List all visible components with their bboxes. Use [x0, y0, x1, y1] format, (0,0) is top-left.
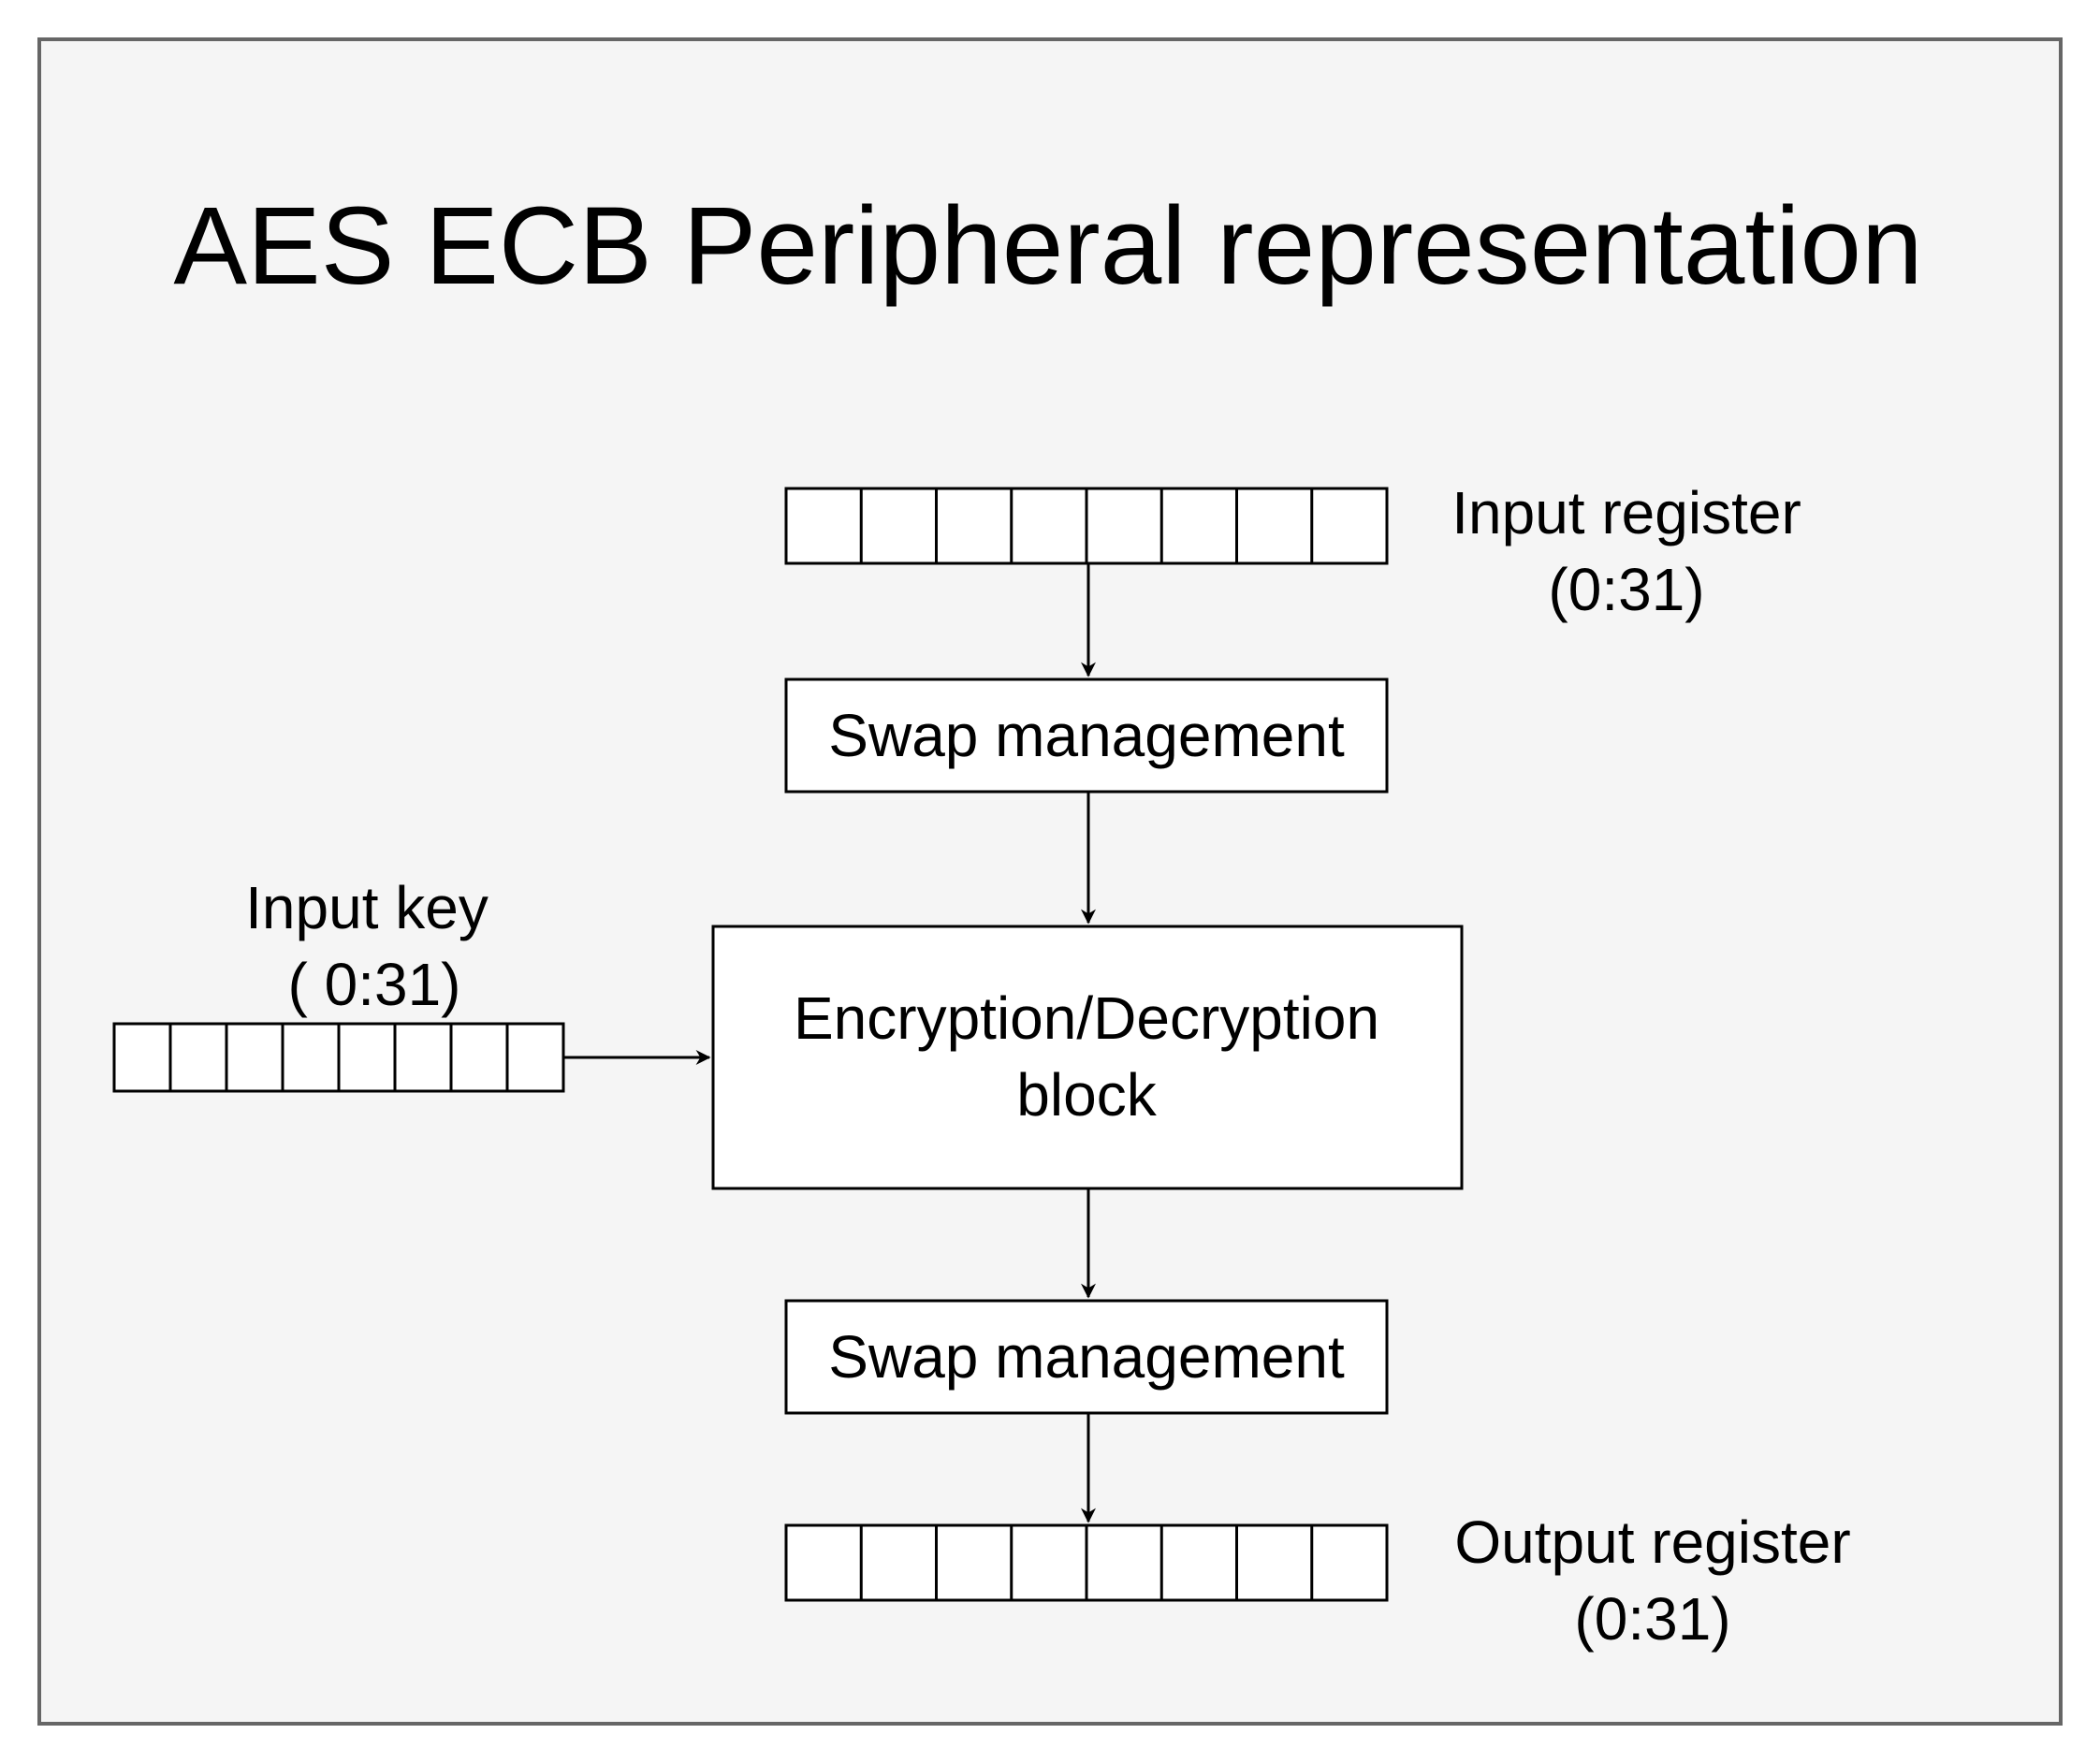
input-key-register	[112, 1022, 565, 1093]
output-register-cells	[859, 1525, 1314, 1600]
input-key-range: ( 0:31)	[288, 951, 461, 1018]
input-key-label: Input key	[245, 874, 489, 941]
swap-management-top-label: Swap management	[828, 702, 1345, 769]
output-register-label: Output register	[1454, 1508, 1850, 1576]
encryption-decryption-block	[711, 925, 1464, 1190]
output-register-range: (0:31)	[1574, 1585, 1730, 1653]
encryption-decryption-label: Encryption/Decryption	[794, 984, 1379, 1052]
swap-management-top	[784, 678, 1389, 794]
encryption-decryption-label-line2: block	[1016, 1061, 1157, 1129]
swap-management-bottom	[784, 1299, 1389, 1415]
input-register-label: Input register	[1451, 479, 1801, 546]
input-register-range: (0:31)	[1548, 556, 1704, 623]
swap-management-bottom-label: Swap management	[828, 1323, 1345, 1391]
output-register	[784, 1523, 1389, 1602]
diagram-frame	[37, 37, 2063, 1726]
input-register-cells	[859, 488, 1314, 563]
input-key-cells	[168, 1024, 509, 1091]
input-register	[784, 487, 1389, 565]
diagram-title: AES ECB Peripheral representation	[173, 184, 1922, 308]
